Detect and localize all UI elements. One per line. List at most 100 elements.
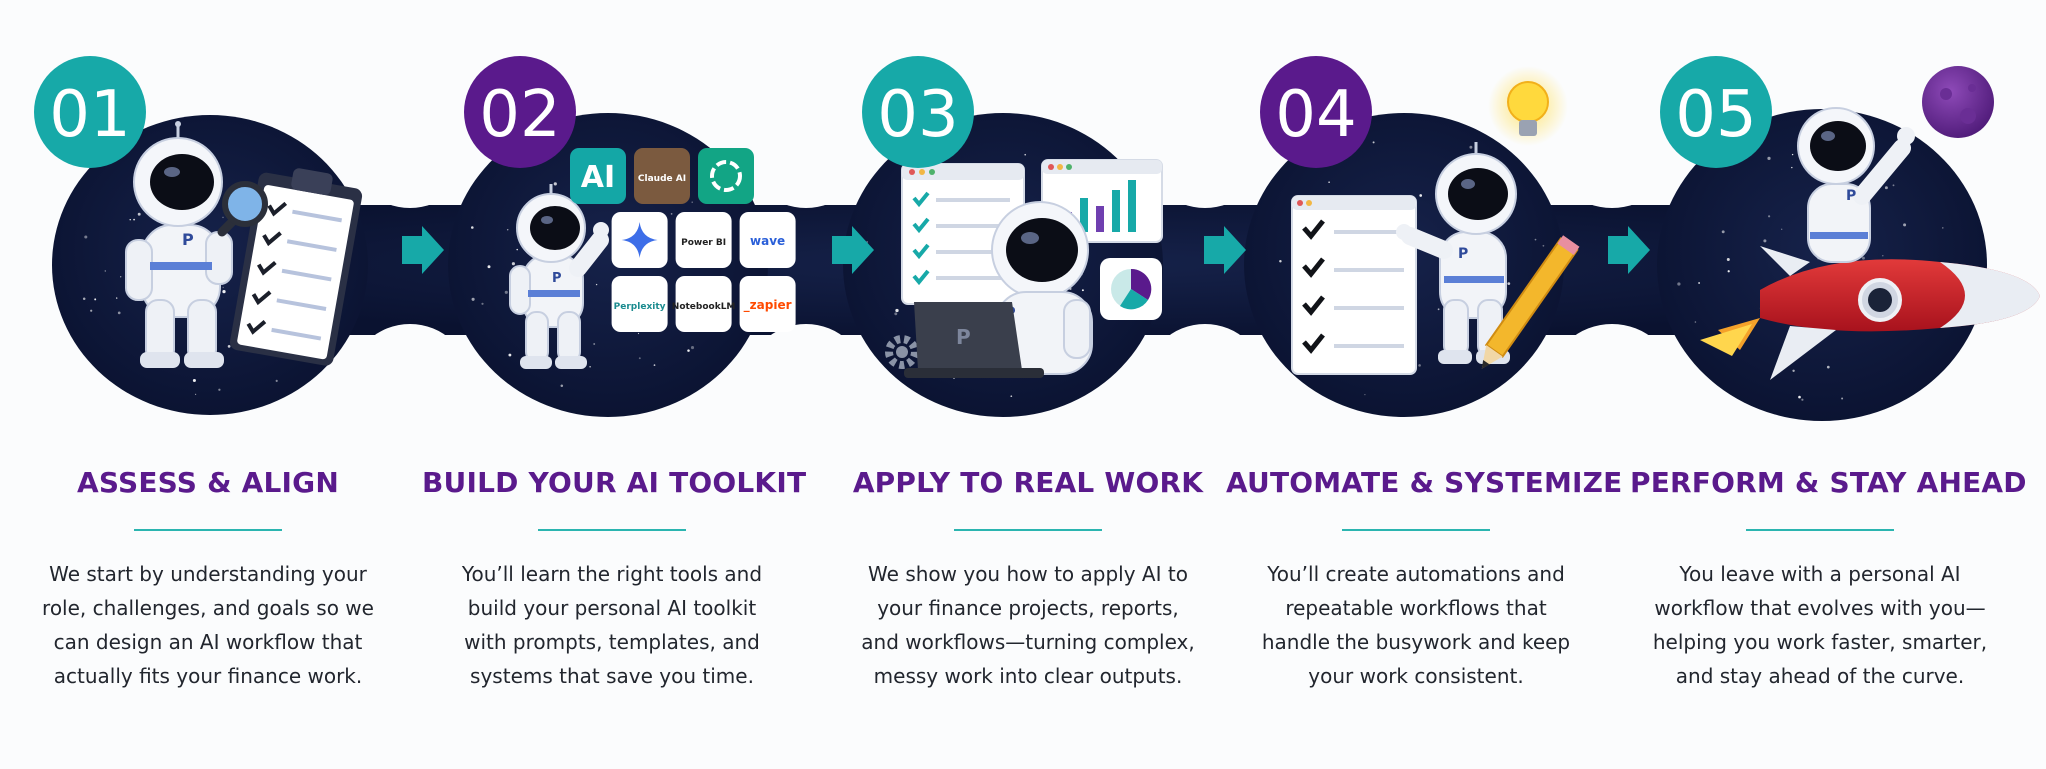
- star: [222, 286, 224, 289]
- star: [690, 346, 695, 350]
- star: [487, 265, 491, 269]
- star: [1768, 215, 1771, 218]
- tool-label: Claude AI: [638, 174, 686, 184]
- star: [1437, 308, 1440, 311]
- step-badge-03: 03: [862, 56, 974, 168]
- star: [638, 357, 641, 360]
- star: [506, 228, 509, 231]
- arrow-right-icon: [402, 226, 444, 274]
- star: [508, 353, 512, 357]
- step-2-text: BUILD YOUR AI TOOLKIT You’ll learn the r…: [422, 466, 806, 693]
- star: [1507, 282, 1511, 285]
- clipboard-checklist-icon: [229, 168, 363, 366]
- rocket-icon: [1700, 246, 2040, 380]
- tool-label: wave: [750, 234, 785, 248]
- step-4-illustration: P: [1291, 66, 1580, 375]
- step-description: We start by understanding your role, cha…: [28, 557, 388, 693]
- star: [516, 248, 518, 251]
- step-number: 01: [49, 78, 130, 152]
- step-badge-01: 01: [34, 56, 146, 168]
- star: [129, 219, 131, 221]
- description-line: We start by understanding your: [49, 562, 367, 586]
- star: [1861, 256, 1865, 260]
- step-badge-04: 04: [1260, 56, 1372, 168]
- badge-circle-03: [862, 56, 974, 168]
- planet-icon: [1922, 66, 1994, 138]
- description-line: handle the busywork and keep: [1261, 630, 1571, 654]
- description-line: role, challenges, and goals so we: [42, 596, 374, 620]
- star: [1542, 244, 1545, 247]
- claude-icon: Claude AI: [634, 148, 690, 204]
- astronaut-icon: P: [1797, 107, 1915, 263]
- description-line: and workflows—turning complex,: [861, 630, 1195, 654]
- star: [670, 213, 673, 215]
- star: [1534, 238, 1537, 241]
- star: [589, 366, 591, 368]
- title-underline: [134, 529, 282, 531]
- star: [471, 226, 474, 229]
- arrow-right-icon: [1204, 226, 1246, 274]
- star: [1677, 282, 1681, 286]
- step-1-text: ASSESS & ALIGN We start by understanding…: [18, 466, 398, 693]
- arrow-right-icon: [832, 226, 874, 274]
- step-number: 05: [1675, 78, 1756, 152]
- step-description: You’ll create automations and repeatable…: [1236, 557, 1596, 693]
- step-description: We show you how to apply AI to your fina…: [848, 557, 1208, 693]
- star: [275, 379, 278, 382]
- tool-label: Power BI: [681, 238, 726, 248]
- star: [691, 201, 693, 203]
- description-line: repeatable workflows that: [1285, 596, 1547, 620]
- star: [94, 298, 97, 301]
- star: [653, 364, 656, 366]
- star: [1882, 254, 1884, 257]
- star: [1792, 369, 1795, 372]
- star: [133, 218, 136, 221]
- step-number: 03: [877, 78, 958, 152]
- zapier-icon: _zapier: [739, 276, 796, 332]
- description-line: your finance projects, reports,: [877, 596, 1179, 620]
- perplexity-icon: Perplexity: [611, 276, 668, 332]
- star: [1081, 289, 1084, 292]
- star: [1903, 223, 1907, 227]
- badge-circle-01: [34, 56, 146, 168]
- step-title: PERFORM & STAY AHEAD: [1630, 466, 2027, 499]
- chatgpt-icon: [698, 148, 754, 204]
- star: [1798, 395, 1801, 399]
- step-3-illustration: P P: [885, 159, 1163, 378]
- star: [117, 311, 121, 315]
- star: [194, 393, 197, 396]
- notebooklm-icon: NotebookLM: [672, 276, 735, 332]
- star: [1010, 395, 1013, 398]
- star: [84, 235, 88, 239]
- description-line: systems that save you time.: [470, 664, 754, 688]
- star: [1826, 365, 1830, 369]
- star: [1328, 181, 1330, 184]
- pie-chart-icon: [1100, 258, 1162, 320]
- arrow-right-icon: [1608, 226, 1650, 274]
- badge-circle-05: [1660, 56, 1772, 168]
- title-underline: [1342, 529, 1490, 531]
- description-line: and stay ahead of the curve.: [1675, 664, 1965, 688]
- star: [1942, 227, 1944, 229]
- star: [222, 289, 226, 294]
- star: [511, 262, 515, 266]
- star: [1372, 141, 1375, 144]
- magnifier-icon: [217, 181, 268, 237]
- description-line: your work consistent.: [1308, 664, 1524, 688]
- svg-text:P: P: [1846, 188, 1856, 204]
- step-badge-05: 05: [1660, 56, 1772, 168]
- lightbulb-icon: [1488, 66, 1568, 146]
- star: [560, 384, 564, 388]
- star: [192, 378, 196, 383]
- star: [82, 297, 86, 300]
- description-line: build your personal AI toolkit: [467, 596, 757, 620]
- star: [90, 309, 93, 312]
- star: [894, 312, 898, 316]
- star: [222, 216, 224, 219]
- wave-icon: wave: [739, 212, 796, 268]
- star: [218, 388, 221, 391]
- gemini-icon: [611, 212, 668, 268]
- star: [1364, 393, 1366, 396]
- star: [137, 212, 141, 216]
